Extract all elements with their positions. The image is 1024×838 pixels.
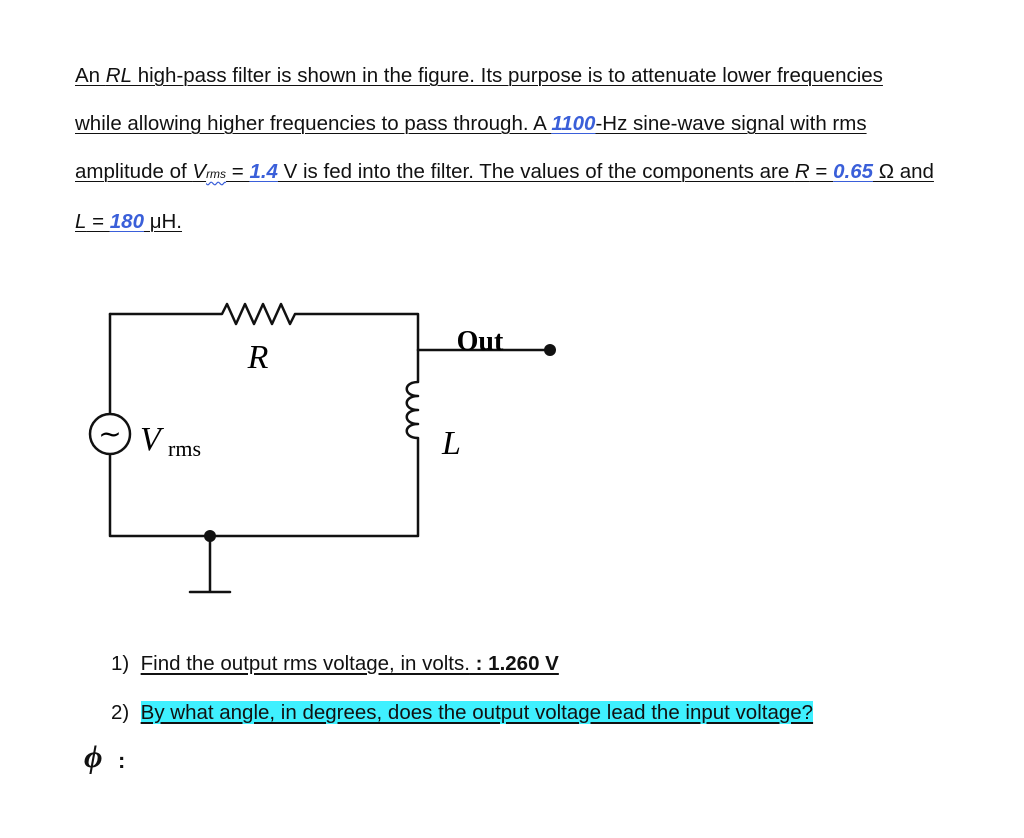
inductor-coil [108, 348, 420, 538]
problem-text: -Hz sine-wave signal with rms amplitude … [75, 112, 867, 183]
inductance-value: 180 [109, 210, 144, 233]
problem-text: V is fed into the filter. The values of … [277, 160, 795, 183]
vrms-subscript: rms [206, 167, 227, 181]
answer-colon[interactable]: : [118, 748, 126, 773]
question-1: 1) Find the output rms voltage, in volts… [111, 652, 559, 676]
problem-text: An [75, 64, 106, 87]
inductor-label: L [441, 425, 461, 462]
problem-text: μH. [144, 210, 183, 233]
resistor-label: R [247, 339, 269, 376]
ac-source-icon: ~ [98, 417, 121, 450]
l-symbol: L [75, 210, 87, 233]
ground-node [204, 530, 216, 542]
vrms-label-subscript: rms [168, 436, 201, 461]
problem-text: Ω and [873, 160, 934, 183]
vrms-value: 1.4 [249, 160, 278, 183]
r-symbol: R [794, 160, 810, 183]
frequency-value: 1100 [551, 112, 596, 135]
ground-symbol [188, 534, 232, 594]
question-2: 2) By what angle, in degrees, does the o… [111, 701, 814, 725]
problem-text: high-pass filter is shown in the figure.… [75, 64, 883, 135]
rl-symbol: RL [105, 64, 132, 87]
vrms-label: V [140, 421, 165, 458]
problem-statement: An RL high-pass filter is shown in the f… [75, 52, 935, 246]
vrms-symbol: V [192, 160, 207, 183]
question-number: 2) [111, 701, 130, 724]
problem-text: = [86, 210, 110, 233]
top-wire [108, 302, 420, 352]
output-label: Out [457, 326, 504, 357]
output-terminal [544, 344, 556, 356]
problem-text: = [809, 160, 834, 183]
answer-value: : 1.260 V [469, 652, 559, 675]
voltage-source [88, 412, 132, 456]
question-number: 1) [111, 652, 130, 675]
resistance-value: 0.65 [833, 160, 874, 183]
rl-circuit-diagram: ~ R Out L V rms [88, 302, 556, 594]
question-text: Find the output rms voltage, in volts. [140, 652, 470, 675]
phi-symbol: ϕ [84, 738, 103, 774]
problem-text: = [226, 160, 250, 183]
question-text-highlighted: By what angle, in degrees, does the outp… [140, 701, 814, 724]
